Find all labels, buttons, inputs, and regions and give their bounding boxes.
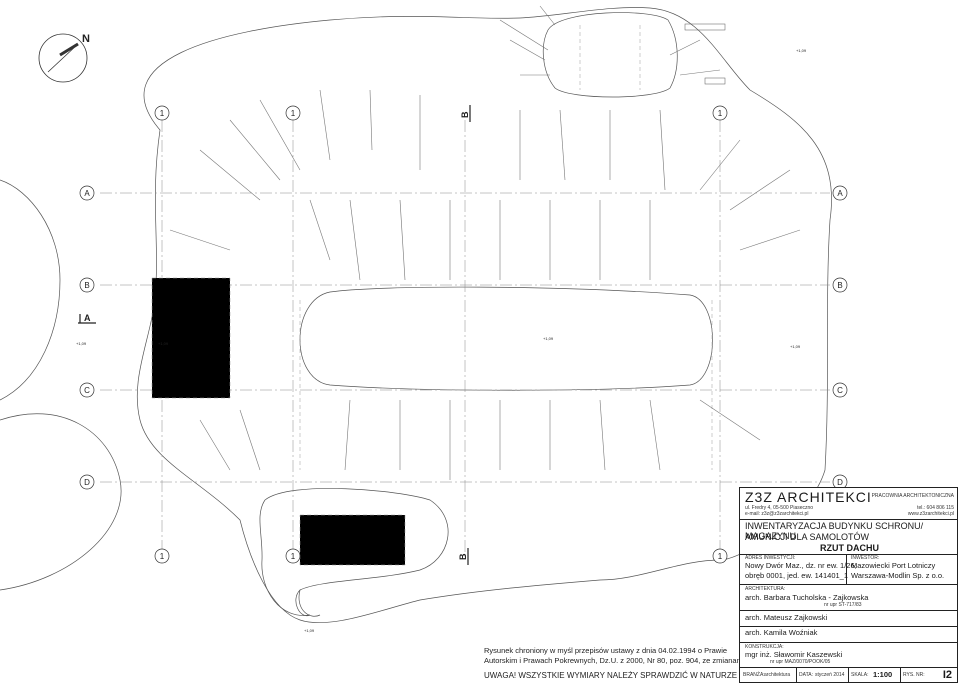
- sheet-title: RZUT DACHU: [820, 543, 879, 553]
- grid-letter: C: [84, 386, 90, 395]
- grid-letter: D: [84, 478, 90, 487]
- central-roof: [299, 286, 713, 391]
- firm-phone: tel.: 604 806 115: [917, 505, 954, 511]
- engineer-name: mgr inż. Sławomir Kaszewski: [745, 650, 843, 659]
- grid-letter: A: [84, 189, 90, 198]
- branch-label: BRANŻA:: [743, 672, 765, 678]
- north-label: N: [82, 33, 90, 45]
- firm-address: ul. Fredry 4, 05-500 Piaseczno: [745, 505, 814, 511]
- sheet-no-label: RYS. NR:: [903, 672, 925, 678]
- level-mark: +1,09: [76, 341, 87, 346]
- construction-label: KONSTRUKCJA:: [745, 644, 784, 650]
- copyright-line: Autorskim i Prawach Pokrewnych, Dz.U. z …: [484, 655, 747, 665]
- address-line: Nowy Dwór Maz., dz. nr ew. 1/26,: [745, 561, 857, 570]
- level-mark: +1,09: [158, 341, 169, 346]
- title-block: Z3Z ARCHITEKCI PRACOWNIA ARCHITEKTONICZN…: [739, 487, 958, 683]
- architect-name: arch. Barbara Tucholska - Zajkowska: [745, 593, 869, 602]
- date-value: styczeń 2014: [815, 672, 845, 678]
- copyright-line: Rysunek chroniony w myśl przepisów ustaw…: [484, 646, 728, 655]
- address-label: ADRES INWESTYCJI:: [745, 555, 796, 561]
- level-mark: +1,09: [796, 48, 807, 53]
- scale-value: 1:100: [873, 670, 893, 679]
- north-arrow: [38, 33, 88, 83]
- firm-logo: Z3Z ARCHITEKCI: [745, 489, 872, 505]
- level-mark: +1,09: [543, 336, 554, 341]
- architect-license: nr upr ST-717/83: [824, 602, 862, 608]
- grid-letter: A: [837, 189, 843, 198]
- project-title: AMUNICJI DLA SAMOLOTÓW: [745, 532, 870, 542]
- grid-number: 1: [291, 552, 296, 561]
- copyright-note: Rysunek chroniony w myśl przepisów ustaw…: [484, 646, 747, 666]
- lower-bunker-outline: [259, 488, 449, 617]
- architect-name: arch. Mateusz Zajkowski: [745, 613, 828, 622]
- address-line: obręb 0001, jed. ew. 141401_1: [745, 571, 849, 580]
- mound-outline: [136, 7, 832, 624]
- firm-tag: PRACOWNIA ARCHITEKTONICZNA: [871, 493, 954, 499]
- top-bunker-outline: [542, 12, 678, 98]
- grid-number: 1: [291, 109, 296, 118]
- scale-label: SKALA:: [851, 672, 869, 678]
- branch-value: architektura: [764, 672, 791, 678]
- grid-number: 1: [160, 109, 165, 118]
- project-title: INWENTARYZACJA BUDYNKU SCHRONU/ MAGAZYNU: [745, 521, 924, 542]
- left-lobe-outline: [0, 179, 61, 401]
- grid-number: 1: [718, 552, 723, 561]
- investor-line: Mazowiecki Port Lotniczy: [851, 561, 936, 570]
- section-mark: B: [458, 553, 468, 560]
- grid-number: 1: [160, 552, 165, 561]
- left-lower-lobe: [0, 413, 122, 591]
- section-mark: B: [460, 111, 470, 118]
- level-mark: +1,09: [304, 628, 315, 633]
- engineer-license: nr upr MAZ/0070/POOK/05: [770, 659, 831, 665]
- architecture-label: ARCHITEKTURA:: [745, 586, 786, 592]
- grid-letter: C: [837, 386, 843, 395]
- warning-note: UWAGA! WSZYSTKIE WYMIARY NALEŻY SPRAWDZI…: [484, 671, 738, 680]
- investor-line: Warszawa-Modlin Sp. z o.o.: [851, 571, 945, 580]
- grid-number: 1: [718, 109, 723, 118]
- date-label: DATA:: [799, 672, 813, 678]
- firm-www: www.z3zarchitekci.pl: [907, 511, 954, 517]
- grid-letter: D: [837, 478, 843, 487]
- investor-label: INWESTOR:: [851, 555, 880, 561]
- lower-bunker-stem: [298, 589, 321, 617]
- section-mark: A: [84, 313, 91, 323]
- grid-letter: B: [837, 281, 842, 290]
- firm-email: e-mail: z3z@z3zarchitekci.pl: [745, 511, 809, 517]
- architect-name: arch. Kamila Woźniak: [745, 628, 818, 637]
- sheet-no-value: I2: [942, 669, 952, 681]
- level-mark: +1,09: [790, 344, 801, 349]
- grid-letter: B: [84, 281, 89, 290]
